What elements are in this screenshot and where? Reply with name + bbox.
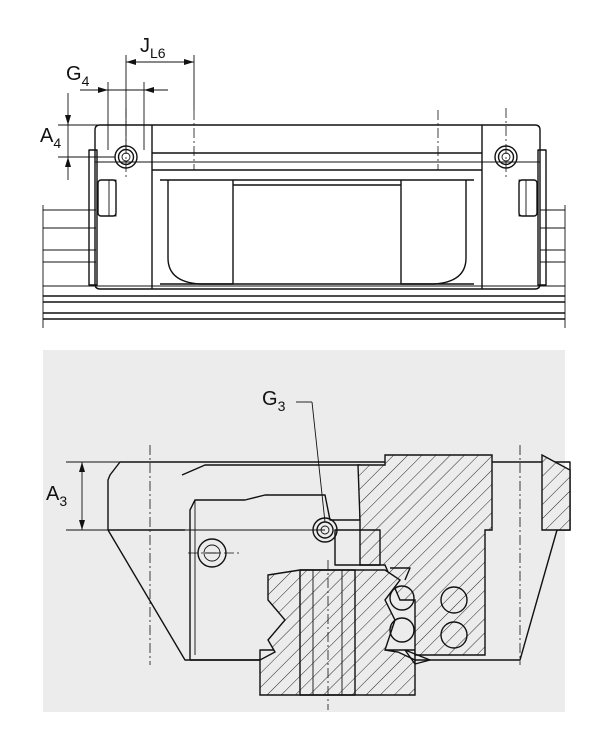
dimension-jl6 (125, 55, 195, 150)
label-a3: A3 (46, 483, 67, 509)
retainer (334, 529, 381, 566)
rail-section-hatched (259, 569, 416, 696)
carriage-body (88, 124, 547, 290)
side-elevation-view: JL6 G4 A4 (40, 35, 566, 328)
dimension-a4 (58, 93, 115, 180)
rail (42, 205, 566, 328)
ball-elements (389, 585, 468, 649)
label-a4: A4 (40, 125, 61, 151)
label-jl6: JL6 (140, 35, 166, 61)
rail-bolt-hole (299, 569, 356, 696)
dimension-a3 (66, 461, 325, 531)
label-g3: G3 (262, 388, 286, 414)
leader-g3 (296, 401, 326, 523)
right-bore-hatched (541, 453, 571, 531)
label-g4: G4 (66, 63, 90, 89)
dimension-g4 (80, 82, 168, 150)
